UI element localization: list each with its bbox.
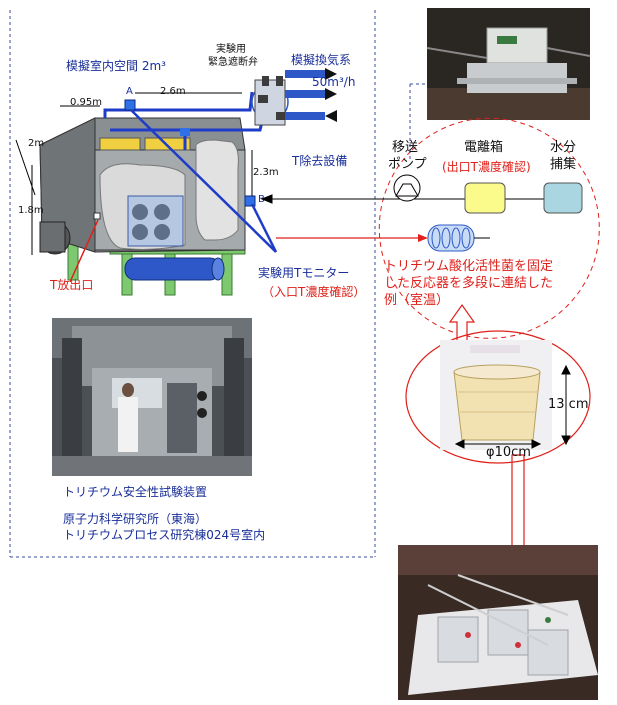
release-port-leader bbox=[69, 219, 99, 283]
point-a-label: A bbox=[126, 86, 133, 97]
point-b-marker bbox=[244, 195, 256, 207]
transfer-pump-label-1: 移送 bbox=[392, 140, 419, 155]
monitor-lines bbox=[130, 109, 278, 253]
dim-2m-label: 2m bbox=[28, 138, 45, 149]
emergency-valve-label-2: 緊急遮断弁 bbox=[208, 57, 258, 68]
reactor-note-line-3: 例（室温） bbox=[384, 293, 450, 308]
reactor-note-line-2: した反応器を多段に連結した bbox=[384, 276, 554, 291]
red-feed-line bbox=[276, 234, 428, 242]
exhaust-system-label: 模擬換気系 bbox=[291, 53, 352, 67]
point-b-label: B bbox=[258, 194, 265, 205]
building-room-label: トリチウムプロセス研究棟024号室内 bbox=[63, 528, 266, 542]
inlet-t-check-label: （入口T濃度確認） bbox=[262, 285, 366, 299]
dim-095-label: 0.95m bbox=[70, 97, 103, 108]
reactor-note-line-1: トリチウム酸化活性菌を固定 bbox=[384, 259, 554, 274]
glovebox-body bbox=[39, 117, 246, 255]
pump-symbol bbox=[393, 174, 421, 202]
apparatus-name-label: トリチウム安全性試験装置 bbox=[63, 485, 208, 499]
reactor-oval bbox=[405, 330, 591, 464]
t-release-label: T放出口 bbox=[50, 278, 94, 292]
electrolysis-box-label: 電離箱 bbox=[464, 140, 504, 155]
height-label: 13 cm bbox=[548, 397, 589, 412]
dim-23m-label: 2.3m bbox=[253, 167, 279, 178]
diameter-label: φ10cm bbox=[486, 445, 531, 460]
exhaust-valve-cluster bbox=[180, 68, 337, 136]
t-removal-label: T除去設備 bbox=[292, 154, 348, 168]
beaker-dimensions bbox=[454, 364, 571, 449]
reactor-coil bbox=[427, 224, 490, 252]
emergency-valve-label-1: 実験用 bbox=[216, 44, 246, 55]
electrolysis-box bbox=[464, 182, 506, 214]
transfer-pump-label-2: ポンプ bbox=[388, 157, 427, 172]
institute-label: 原子力科学研究所（東海） bbox=[63, 512, 208, 526]
moisture-trap-label-2: 捕集 bbox=[550, 157, 577, 172]
dimension-lines bbox=[15, 92, 253, 255]
exhaust-rate-label: 50m³/h bbox=[312, 75, 356, 89]
lab-photo bbox=[52, 318, 252, 476]
monitor-device-photo bbox=[427, 8, 590, 120]
t-monitor-label: 実験用Tモニター bbox=[258, 266, 350, 280]
moisture-trap-label-1: 水分 bbox=[550, 140, 577, 155]
blue-tank bbox=[124, 257, 225, 281]
red-dashed-circle bbox=[378, 117, 600, 339]
moisture-trap-box bbox=[543, 182, 583, 214]
beaker-photo bbox=[440, 340, 552, 450]
dim-18m-label: 1.8m bbox=[18, 205, 44, 216]
room-volume-label: 模擬室内空間 2m³ bbox=[66, 59, 166, 73]
dim-26-label: 2.6m bbox=[160, 86, 186, 97]
reactor-array-photo bbox=[398, 545, 598, 700]
outlet-t-check-label: (出口T濃度確認) bbox=[442, 160, 531, 174]
